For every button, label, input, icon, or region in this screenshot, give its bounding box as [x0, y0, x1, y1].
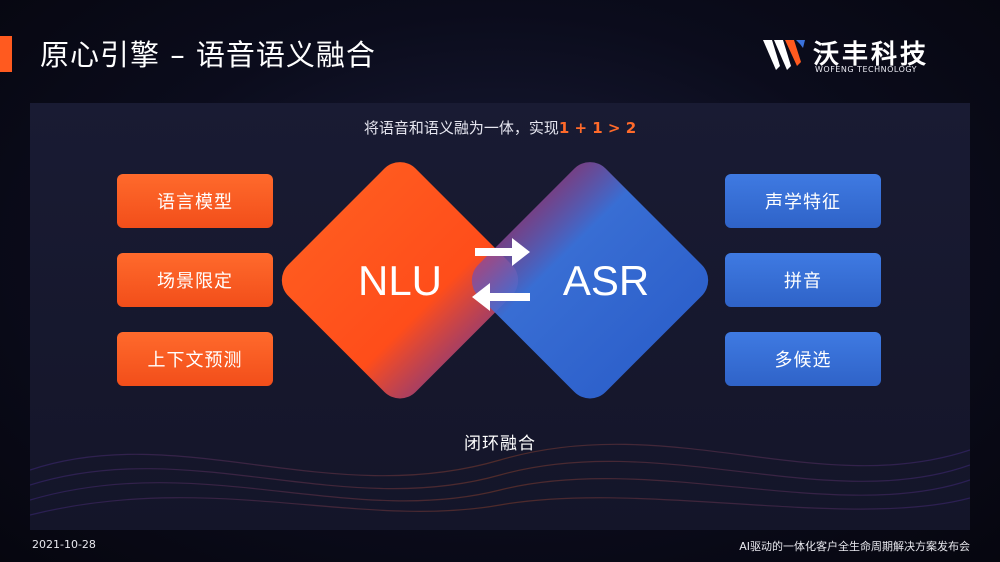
fusion-diagram: NLU ASR — [281, 162, 709, 399]
right-item-multi-candidates: 多候选 — [725, 332, 881, 386]
nlu-label: NLU — [358, 257, 442, 304]
title-accent-bar — [0, 36, 12, 72]
subtitle-highlight: 1 + 1 > 2 — [558, 119, 637, 137]
left-item-context-prediction: 上下文预测 — [117, 332, 273, 386]
left-item-language-model: 语言模型 — [117, 174, 273, 228]
arrow-right-icon — [475, 238, 530, 266]
brand-tagline: WOFENG TECHNOLOGY — [815, 65, 918, 74]
footer-event: AI驱动的一体化客户全生命周期解决方案发布会 — [739, 540, 970, 553]
decorative-waves — [30, 443, 970, 516]
arrow-left-icon — [472, 283, 530, 311]
nlu-diamond — [281, 162, 519, 399]
subtitle-text: 将语音和语义融为一体，实现 — [363, 119, 559, 137]
asr-label: ASR — [563, 257, 649, 304]
page-title: 原心引擎 – 语音语义融合 — [40, 38, 376, 72]
brand-logo: 沃丰科技 WOFENG TECHNOLOGY — [763, 36, 953, 80]
content-panel: 将语音和语义融为一体，实现1 + 1 > 2 语言模型 场景限定 上下文预测 声… — [30, 103, 970, 530]
left-item-scene-limit: 场景限定 — [117, 253, 273, 307]
asr-diamond — [471, 162, 709, 399]
subtitle: 将语音和语义融为一体，实现1 + 1 > 2 — [30, 117, 970, 138]
closed-loop-label: 闭环融合 — [464, 434, 536, 454]
footer-date: 2021-10-28 — [32, 538, 96, 551]
brand-name: 沃丰科技 — [813, 40, 930, 70]
right-item-acoustic-features: 声学特征 — [725, 174, 881, 228]
right-item-pinyin: 拼音 — [725, 253, 881, 307]
wofeng-logo-icon — [763, 40, 805, 70]
